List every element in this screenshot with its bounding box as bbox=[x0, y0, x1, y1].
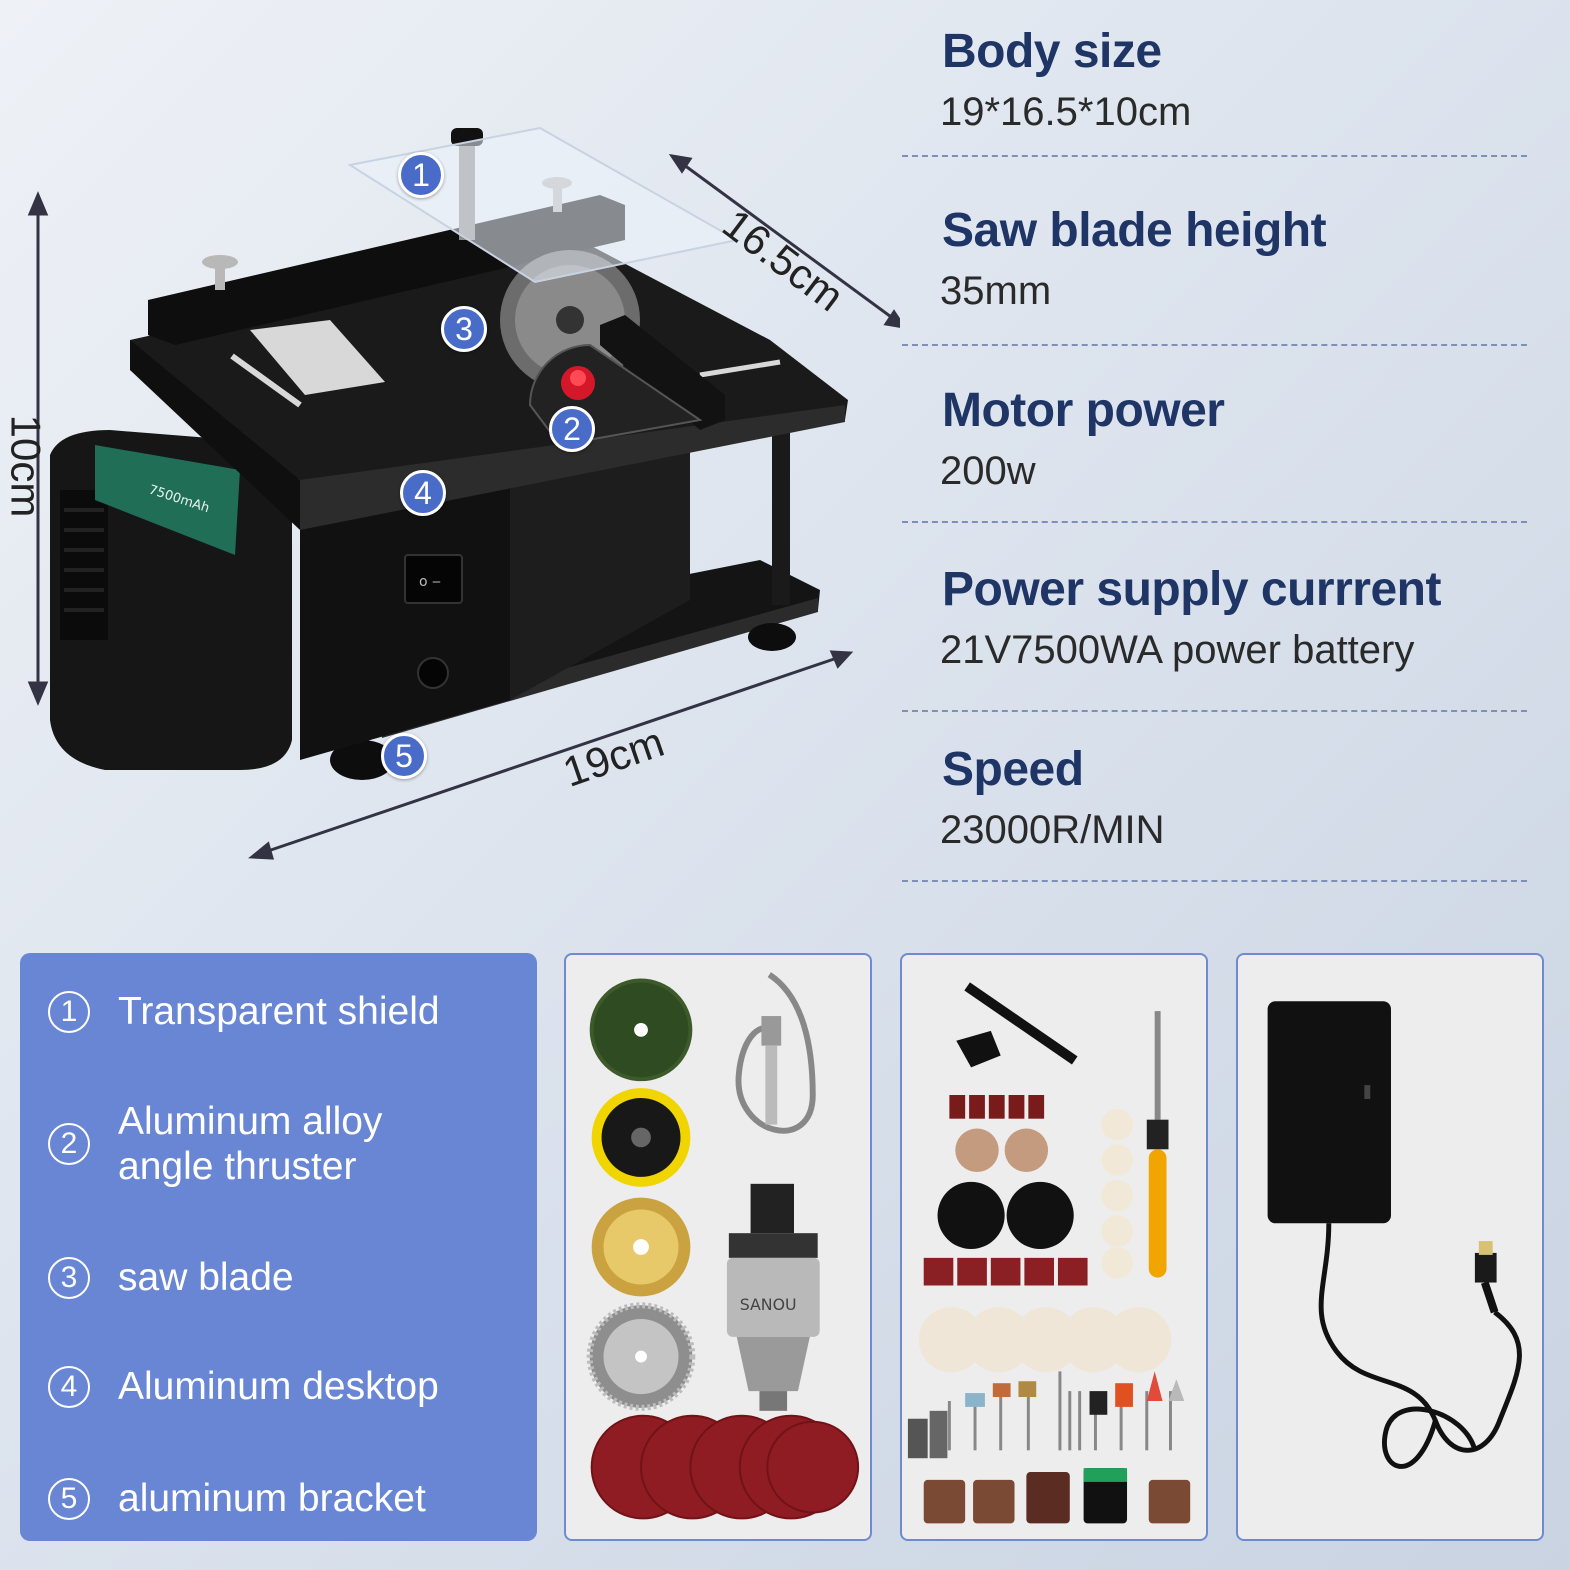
legend-label: saw blade bbox=[118, 1256, 294, 1299]
spec-value: 21V7500WA power battery bbox=[940, 628, 1415, 672]
spec-body-size: Body size 19*16.5*10cm bbox=[902, 25, 1527, 134]
spec-divider bbox=[902, 344, 1527, 346]
spec-divider bbox=[902, 710, 1527, 712]
spec-value: 23000R/MIN bbox=[940, 808, 1165, 852]
spec-power-supply: Power supply currrent 21V7500WA power ba… bbox=[902, 563, 1527, 672]
spec-divider bbox=[902, 521, 1527, 523]
accessory-panel-charger bbox=[1236, 953, 1544, 1541]
spec-blade-height: Saw blade height 35mm bbox=[902, 204, 1527, 313]
table-saw-illustration: o ‒ 7500mAh bbox=[27, 126, 900, 860]
svg-text:o ‒: o ‒ bbox=[419, 574, 441, 590]
spec-divider bbox=[902, 155, 1527, 157]
legend-item-angle-thruster: 2 Aluminum alloy angle thruster bbox=[48, 1099, 418, 1189]
spec-value: 19*16.5*10cm bbox=[940, 90, 1192, 134]
legend-number: 2 bbox=[48, 1123, 90, 1165]
callout-1: 1 bbox=[398, 152, 444, 198]
callout-3: 3 bbox=[441, 306, 487, 352]
legend-number: 3 bbox=[48, 1256, 90, 1299]
legend-item-aluminum-bracket: 5 aluminum bracket bbox=[48, 1476, 498, 1521]
spec-title: Power supply currrent bbox=[942, 563, 1441, 616]
callout-2: 2 bbox=[549, 406, 595, 452]
height-dimension-label: 10cm bbox=[2, 414, 50, 518]
chuck-brand-label: SANOU bbox=[740, 1295, 797, 1314]
legend-label: Aluminum alloy angle thruster bbox=[118, 1100, 383, 1188]
spec-title: Saw blade height bbox=[942, 204, 1327, 257]
spec-value: 35mm bbox=[940, 269, 1052, 313]
accessory-grinding-kit-image bbox=[907, 982, 1191, 1524]
spec-divider bbox=[902, 880, 1527, 882]
callout-5: 5 bbox=[381, 733, 427, 779]
depth-dimension-arrow bbox=[668, 153, 900, 328]
width-dimension-arrow bbox=[248, 650, 854, 860]
accessory-panel-grinding-kit bbox=[900, 953, 1208, 1541]
legend-label: Transparent shield bbox=[118, 990, 440, 1033]
legend-number: 4 bbox=[48, 1365, 90, 1408]
spec-title: Speed bbox=[942, 743, 1084, 796]
spec-title: Motor power bbox=[942, 384, 1225, 437]
callout-4: 4 bbox=[400, 470, 446, 516]
power-adapter-image bbox=[1267, 1001, 1522, 1469]
height-dimension-arrow bbox=[27, 191, 49, 706]
legend-label: aluminum bracket bbox=[118, 1477, 426, 1520]
legend-item-transparent-shield: 1 Transparent shield bbox=[48, 989, 498, 1034]
legend-item-saw-blade: 3 saw blade bbox=[48, 1255, 498, 1300]
spec-motor-power: Motor power 200w bbox=[902, 384, 1527, 493]
battery-pack: 7500mAh bbox=[50, 430, 292, 770]
legend-number: 5 bbox=[48, 1477, 90, 1520]
spec-title: Body size bbox=[942, 25, 1162, 78]
legend-item-aluminum-desktop: 4 Aluminum desktop bbox=[48, 1364, 498, 1409]
legend-number: 1 bbox=[48, 990, 90, 1033]
accessory-panel-discs-chuck: SANOU bbox=[564, 953, 872, 1541]
spec-speed: Speed 23000R/MIN bbox=[902, 743, 1527, 852]
spec-value: 200w bbox=[940, 449, 1036, 493]
legend-label: Aluminum desktop bbox=[118, 1365, 439, 1408]
accessory-discs-chuck-image: SANOU bbox=[586, 972, 860, 1520]
parts-legend: 1 Transparent shield 2 Aluminum alloy an… bbox=[20, 953, 537, 1541]
